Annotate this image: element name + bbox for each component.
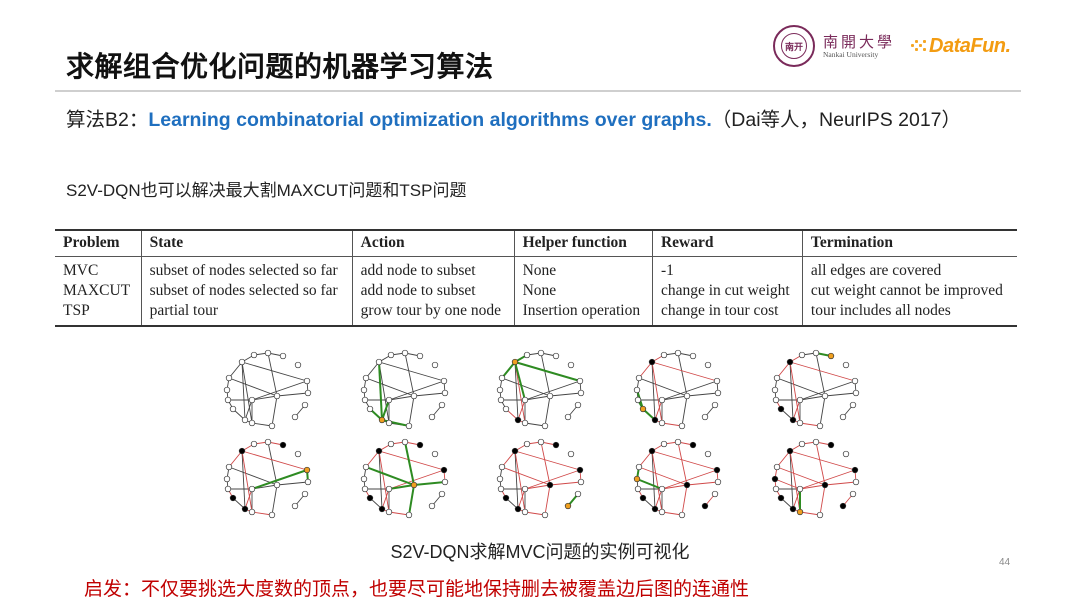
cell: subset of nodes selected so far — [140, 256, 353, 281]
graph-panel-step-6 — [220, 437, 320, 527]
cell: None — [513, 281, 653, 301]
cell: -1 — [651, 256, 803, 281]
cell: partial tour — [140, 301, 353, 325]
nankai-en-name: Nankai University — [823, 49, 879, 59]
header-action: Action — [351, 231, 515, 257]
cell: change in cut weight — [651, 281, 803, 301]
cell: cut weight cannot be improved — [801, 281, 1017, 301]
datafun-wordmark: DataFun. — [929, 34, 1011, 57]
nankai-seal-icon: 南开 — [773, 25, 815, 67]
graph-panel-step-3 — [493, 348, 593, 438]
page-number: 44 — [999, 557, 1011, 568]
note-text: S2V-DQN也可以解决最大割MAXCUT问题和TSP问题 — [66, 181, 467, 200]
graph-panel-step-7 — [357, 437, 457, 527]
nankai-cn-name: 南開大學 — [823, 32, 896, 51]
figure-caption: S2V-DQN求解MVC问题的实例可视化 — [390, 542, 690, 562]
cell: all edges are covered — [801, 256, 1017, 281]
graph-panel-step-2 — [357, 348, 457, 438]
table-row: TSP partial tour grow tour by one node I… — [55, 301, 1017, 325]
datafun-logo: DataFun. — [911, 35, 1011, 58]
table-row: MVC subset of nodes selected so far add … — [55, 256, 1017, 281]
graph-panel-step-10 — [768, 437, 868, 527]
nankai-wordmark: 南開大學 Nankai University — [823, 34, 895, 59]
problem-table: Problem State Action Helper function Rew… — [55, 229, 1017, 327]
graph-panel-step-4 — [630, 348, 730, 438]
cell: MVC — [63, 262, 99, 279]
header-problem: Problem — [55, 231, 142, 257]
header-helper: Helper function — [513, 231, 653, 257]
logo-bar: 南开 南開大學 Nankai University DataFun. — [773, 25, 1011, 67]
graph-panel-step-9 — [630, 437, 730, 527]
paper-citation: （Dai等人，NeurIPS 2017） — [711, 109, 962, 131]
paper-title: Learning combinatorial optimization algo… — [148, 109, 712, 131]
cell: subset of nodes selected so far — [140, 281, 353, 301]
cell: TSP — [63, 302, 90, 319]
cell: add node to subset — [351, 281, 515, 301]
graph-panel-step-5 — [768, 348, 868, 438]
graph-panel-step-8 — [493, 437, 593, 527]
nankai-seal-text: 南开 — [781, 33, 807, 59]
cell: tour includes all nodes — [801, 301, 1017, 325]
algorithm-subtitle: 算法B2：Learning combinatorial optimization… — [66, 108, 966, 133]
cell: Insertion operation — [513, 301, 653, 325]
table-header-row: Problem State Action Helper function Rew… — [55, 231, 1017, 257]
title-divider — [55, 90, 1021, 92]
graph-panel-step-1 — [220, 348, 320, 438]
insight-text: 启发：不仅要挑选大度数的顶点，也要尽可能地保持删去被覆盖边后图的连通性 — [84, 579, 750, 600]
cell: change in tour cost — [651, 301, 803, 325]
datafun-dots-icon — [911, 39, 927, 53]
cell: grow tour by one node — [351, 301, 515, 325]
table-row: MAXCUT subset of nodes selected so far a… — [55, 281, 1017, 301]
header-state: State — [140, 231, 353, 257]
slide-title: 求解组合优化问题的机器学习算法 — [66, 50, 494, 83]
algorithm-label: 算法B2： — [66, 109, 149, 131]
header-reward: Reward — [651, 231, 803, 257]
cell: MAXCUT — [63, 282, 131, 299]
cell: add node to subset — [351, 256, 515, 281]
header-termination: Termination — [801, 231, 1017, 257]
cell: None — [513, 256, 653, 281]
